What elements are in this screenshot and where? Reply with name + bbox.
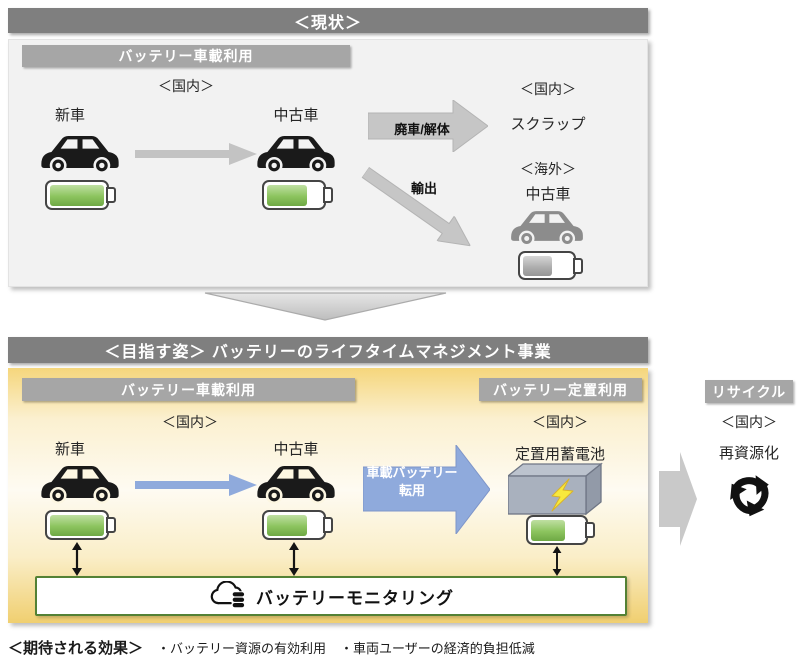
lightning-icon [551,478,574,512]
effects-heading: ＜期待される効果＞ [8,640,144,657]
new-car-label-2: 新車 [54,441,85,458]
domestic-label-left: ＜国内＞ [162,414,218,430]
stationary-battery-label: 定置用蓄電池 [514,446,605,463]
new-car-icon [40,134,120,174]
flow-arrow-blue [135,474,257,496]
domestic-label: ＜国内＞ [158,78,214,94]
export-arrow-label: 輸出 [410,181,437,196]
cloud-database-icon [210,580,246,608]
disposal-arrow-label: 廃車/解体 [394,122,450,137]
used-car-icon [256,134,336,174]
overseas-label: ＜海外＞ [520,161,576,177]
overseas-car-icon [509,210,585,247]
used-car-label: 中古車 [273,107,319,124]
effect-item-1: ・バッテリー資源の有効利用 [157,641,327,656]
rematerialization-label: 再資源化 [718,445,779,462]
expected-effects: ＜期待される効果＞ ・バッテリー資源の有効利用 ・車両ユーザーの経済的負担低減 [8,637,728,658]
battery-full-icon [45,180,109,210]
battery-75-icon [262,180,326,210]
monitor-link-arrow-2 [289,542,299,576]
new-car-icon-2 [40,464,120,504]
new-car-label: 新車 [54,107,85,124]
current-section-header: ＜現状＞ [8,8,648,33]
flow-arrow [135,143,257,165]
transition-chevron-icon [204,292,447,321]
monitor-link-arrow-3 [552,546,562,576]
monitoring-box: バッテリーモニタリング [35,576,627,616]
onboard-usage-label: バッテリー車載利用 [22,45,350,67]
export-arrow [361,166,472,247]
battery-62-icon [526,515,588,545]
overseas-used-car-label: 中古車 [525,186,571,203]
conversion-arrow-label: 車載バッテリー 転用 [366,465,458,498]
monitor-link-arrow-1 [72,542,82,576]
used-car-label-2: 中古車 [273,441,319,458]
domestic-label-right: ＜国内＞ [532,414,588,430]
recycle-flow-arrow [659,452,697,546]
current-section-title: ＜現状＞ [293,14,362,32]
recycle-label: リサイクル [705,380,793,403]
scrap-label: スクラップ [510,116,586,133]
battery-full-icon-2 [45,510,109,540]
onboard-usage-label-2: バッテリー車載利用 [22,378,355,401]
target-section-title: ＜目指す姿＞ バッテリーのライフタイムマネジメント事業 [104,344,552,361]
recycle-domestic-label: ＜国内＞ [721,414,777,430]
battery-degraded-icon [518,251,576,280]
effect-item-2: ・車両ユーザーの経済的負担低減 [340,641,535,656]
target-section-header: ＜目指す姿＞ バッテリーのライフタイムマネジメント事業 [8,337,648,363]
conversion-arrow [363,445,490,534]
monitoring-label: バッテリーモニタリング [256,588,454,608]
recycling-symbol-icon [730,475,769,517]
disposal-arrow [368,100,488,152]
battery-75-icon-2 [262,510,326,540]
stationary-usage-label: バッテリー定置利用 [479,378,642,401]
scrap-domestic-label: ＜国内＞ [520,81,576,97]
stationary-battery-icon [508,462,603,516]
used-car-icon-2 [256,464,336,504]
